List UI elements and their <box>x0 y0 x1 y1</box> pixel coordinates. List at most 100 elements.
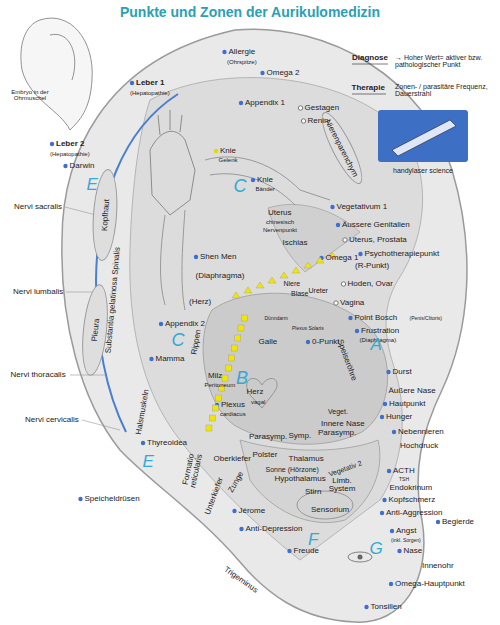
point-label: Bänder <box>256 186 275 192</box>
point-label: (Herz) <box>189 298 211 306</box>
point-label: Darwin <box>70 162 95 170</box>
embryo-ear-sketch <box>21 18 92 130</box>
point-label: Appendix 2 <box>165 320 205 328</box>
point-label: Nervenpunkt <box>263 227 297 233</box>
point-label: Sensorium <box>311 506 349 514</box>
point-label: Hochdruck <box>400 442 438 450</box>
point-label: (Ohrspitze) <box>227 59 257 65</box>
point-label: Durst <box>393 368 412 376</box>
spine-square <box>232 345 238 351</box>
point-label: Äussere Genitalien <box>342 221 410 229</box>
point-label: Omega 2 <box>267 69 300 77</box>
point-label: ACTH <box>393 467 415 475</box>
point-label: Nebennieren <box>398 428 444 436</box>
point-dot <box>159 322 163 326</box>
point-dot <box>330 205 334 209</box>
point-label: Omega 1 <box>326 254 359 262</box>
spine-square <box>238 325 244 331</box>
point-label: Hoden, Ovar <box>348 280 393 288</box>
point-label: Mamma <box>156 355 185 363</box>
point-dot <box>149 357 153 361</box>
point-label: TSH <box>399 477 409 482</box>
point-dot <box>306 340 310 344</box>
laser-pen <box>392 120 456 156</box>
arm-sketch <box>160 210 185 310</box>
diagnose-underline <box>352 64 388 65</box>
point-label: Blase <box>291 290 309 297</box>
point-label: Point Bosch <box>355 314 398 322</box>
chart-title: Punkte und Zonen der Aurikulomedizin <box>0 4 500 20</box>
point-label: Appendix 1 <box>245 99 285 107</box>
point-label: Nervi sacralis <box>14 203 62 211</box>
point-label: Jérome <box>239 507 266 515</box>
zone-name: Pleura <box>89 318 100 342</box>
point-label: Herz <box>247 388 264 396</box>
point-dot <box>141 441 145 445</box>
point-label: Therapie <box>352 84 385 92</box>
point-label: Veget. <box>328 408 348 415</box>
point-label: (Hepatopathie) <box>50 151 90 157</box>
fossa-triangularis <box>268 204 360 272</box>
spine-square <box>228 355 234 361</box>
point-label: Nervi thoracalis <box>11 371 66 379</box>
point-label: Vegetativum 1 <box>337 203 388 211</box>
point-dot <box>380 415 384 419</box>
point-dot <box>389 582 393 586</box>
point-dot <box>50 142 54 146</box>
point-label: Begierde <box>442 518 474 526</box>
point-label: Renin <box>308 117 329 125</box>
point-label: Gestagen <box>305 104 340 112</box>
point-label: Ischias <box>283 239 308 247</box>
helix-blue-line <box>96 94 178 432</box>
point-label: Tonsillen <box>371 603 402 611</box>
point-label: Knie <box>220 147 236 155</box>
point-label: Diagnose <box>352 54 388 62</box>
point-label: Endokrinum <box>390 484 433 492</box>
spine-triangle <box>280 272 288 278</box>
point-label: Plexus <box>221 401 245 409</box>
point-dot <box>436 520 440 524</box>
point-label: Parasymp. <box>318 429 356 437</box>
point-label: Knie <box>257 176 273 184</box>
spine-square <box>225 365 231 371</box>
spine-square <box>216 395 222 401</box>
point-label: (R-Punkt) <box>355 262 389 270</box>
eye-sketch <box>348 552 372 562</box>
spine-triangle <box>316 257 324 263</box>
point-label: Leber 2 <box>56 140 84 148</box>
point-label: Milz <box>208 372 222 380</box>
point-label: Uterus <box>268 209 292 217</box>
point-dot <box>392 430 396 434</box>
point-markers <box>50 50 440 609</box>
point-dot <box>63 164 67 168</box>
spine-triangle <box>304 262 312 268</box>
point-label: Nervi cervicalis <box>25 416 79 424</box>
point-label: (inkl. Sorgen) <box>391 538 421 543</box>
zone-letter: G <box>370 540 383 558</box>
zone-letter: A <box>371 336 382 354</box>
eye-pupil <box>358 555 363 560</box>
point-label: Limb. System <box>323 477 361 494</box>
point-label: Vagina <box>340 299 364 307</box>
point-dot <box>386 370 390 374</box>
point-label: (Penis/Clitoris) <box>410 316 443 321</box>
point-label: handylaser science <box>393 167 453 174</box>
point-dot <box>287 549 291 553</box>
point-label: Stirn <box>305 488 321 496</box>
point-label: vagal <box>251 399 265 405</box>
point-label: Sonne (Hörzone) <box>266 466 319 473</box>
point-label: Dünndarm <box>265 316 288 321</box>
point-dot <box>383 402 387 406</box>
point-label: Leber 1 <box>136 79 164 87</box>
point-label: Zonen- / parasitäre Frequenz, Dauerstrah… <box>395 83 495 98</box>
point-dot <box>301 119 305 123</box>
point-dot <box>364 605 368 609</box>
point-label: Ureter <box>309 287 328 294</box>
point-label: Niere <box>284 280 301 287</box>
point-dot <box>382 498 386 502</box>
spine-triangle <box>268 277 276 283</box>
point-label: Embryo in der Ohrmuschel <box>10 89 50 102</box>
hand-sketch <box>150 110 195 215</box>
point-dot <box>194 255 198 259</box>
point-dot <box>239 101 243 105</box>
